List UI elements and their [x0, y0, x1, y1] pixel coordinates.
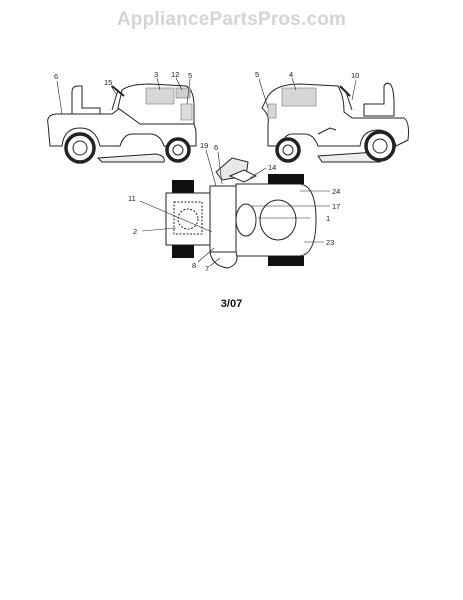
decal-5-right	[267, 103, 277, 119]
callout-label: 11	[128, 194, 136, 203]
callout-label: 2	[133, 227, 137, 236]
watermark: AppliancePartsPros.com	[116, 9, 347, 30]
top-view-tractor	[139, 149, 330, 269]
decal-12	[175, 87, 191, 99]
callout-label: 4	[289, 70, 293, 79]
left-tractor	[47, 77, 197, 164]
callout-label: 8	[192, 261, 196, 270]
decal-4	[281, 87, 317, 107]
callout-label: 10	[351, 71, 359, 80]
callout-label: 1	[326, 214, 330, 223]
callout-label: 12	[171, 70, 179, 79]
callout-label: 15	[104, 78, 112, 87]
callout-labels: 6 15 3 12 5 5 4 10 19 6 14 24 17 1 11 2 …	[54, 70, 359, 273]
date-code: 3/07	[220, 298, 243, 310]
decal-5-left	[180, 103, 193, 121]
right-tractor	[258, 77, 409, 163]
callout-label: 19	[200, 141, 208, 150]
callout-label: 14	[268, 163, 276, 172]
callout-label: 5	[255, 70, 259, 79]
callout-label: 5	[188, 71, 192, 80]
callout-label: 7	[205, 264, 209, 273]
callout-label: 17	[332, 202, 340, 211]
decal-3	[145, 87, 175, 105]
callout-label: 24	[332, 187, 340, 196]
callout-label: 6	[214, 143, 218, 152]
callout-label: 6	[54, 72, 58, 81]
callout-label: 3	[154, 70, 158, 79]
callout-label: 23	[326, 238, 334, 247]
